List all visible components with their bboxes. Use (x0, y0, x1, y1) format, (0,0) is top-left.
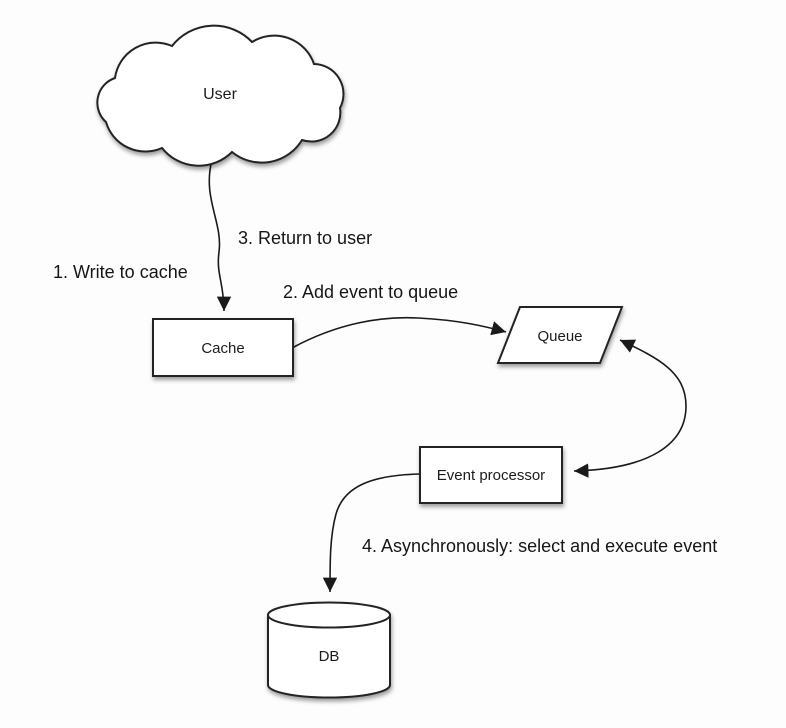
node-event-processor-label: Event processor (437, 467, 545, 484)
db-cylinder-top (267, 601, 391, 629)
node-cache-label: Cache (201, 340, 244, 357)
node-db: DB (267, 601, 391, 699)
cache-rectangle (152, 318, 294, 377)
edge-cache-to-queue (291, 316, 507, 349)
edge-queue-eventprocessor-bidirectional (573, 339, 687, 478)
label-step3-return-to-user: 3. Return to user (238, 228, 372, 248)
node-user-label: User (203, 86, 237, 103)
event-processor-rectangle (419, 446, 563, 504)
db-cylinder-body (267, 614, 391, 699)
node-cache: Cache (152, 318, 294, 377)
node-queue: Queue (496, 306, 624, 364)
cloud-shape (96, 24, 345, 167)
node-db-label: DB (319, 648, 340, 665)
edge-eventprocessor-to-db (322, 473, 422, 593)
label-step2-add-event-to-queue: 2. Add event to queue (283, 282, 458, 302)
queue-parallelogram (496, 306, 624, 364)
label-step4-asynchronously-execute: 4. Asynchronously: select and execute ev… (362, 536, 717, 556)
edge-user-to-cache (208, 159, 232, 312)
node-queue-label: Queue (537, 328, 582, 345)
node-event-processor: Event processor (419, 446, 563, 504)
node-user: User (96, 24, 345, 167)
label-step1-write-to-cache: 1. Write to cache (53, 262, 188, 282)
